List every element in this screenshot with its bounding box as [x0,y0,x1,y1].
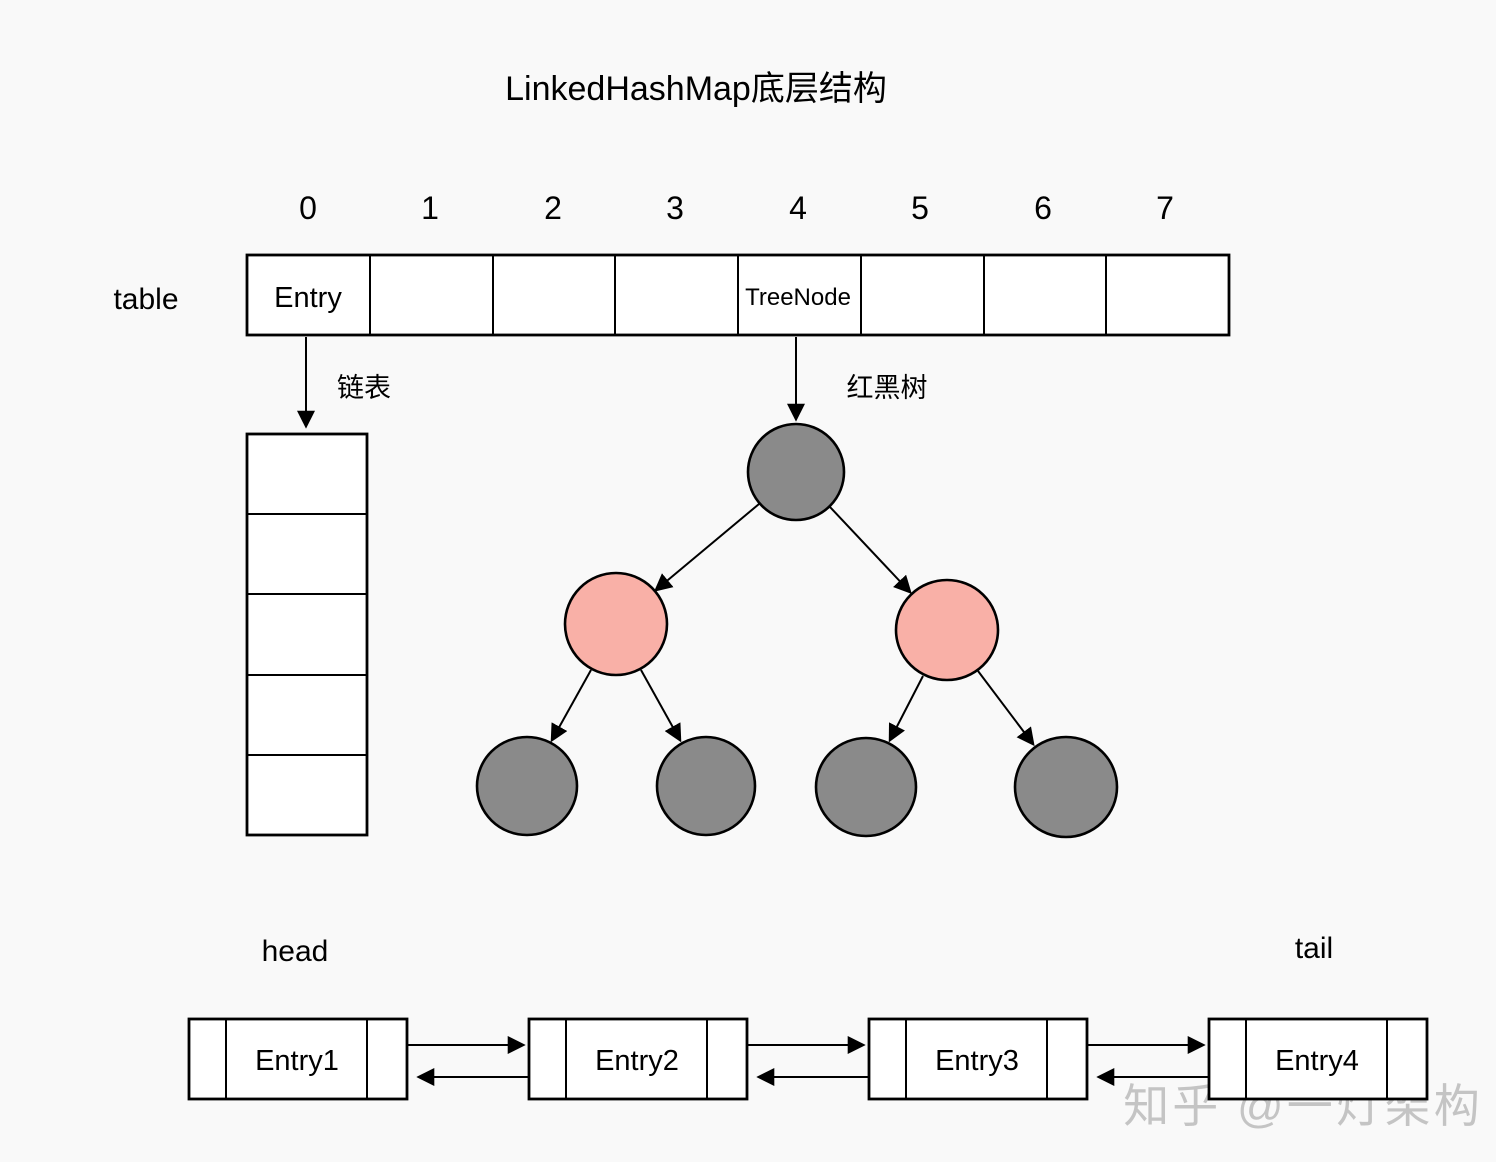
array-index-label: 4 [789,190,807,226]
array-index-row: 0 1 2 3 4 5 6 7 [299,190,1174,226]
bucket-chain [245,432,369,837]
head-label: head [262,935,329,968]
tree-edge-left-right [640,669,682,743]
table-label: table [113,283,178,316]
tree-edge-right-right [977,670,1035,747]
array-index-label: 2 [544,190,562,226]
array-index-label: 1 [421,190,439,226]
bucket-chain-outline [245,432,369,837]
tree-edge-root-right [829,506,912,594]
tree-leaf-node-3 [814,736,918,838]
tree-root-node [746,422,846,522]
array-index-label: 6 [1034,190,1052,226]
array-index-label: 7 [1156,190,1174,226]
tree-edge-root-left [653,503,760,592]
entry-node-box: Entry4 [1207,1017,1429,1101]
tail-label: tail [1295,932,1333,965]
entry-node-box: Entry3 [867,1017,1089,1101]
doubly-linked-list: Entry1 Entry2 Entry3 Entry4 [187,1017,1429,1101]
array-cell-entry-text: Entry [274,282,342,314]
page-title: LinkedHashMap底层结构 [505,70,887,108]
hash-table-array: Entry TreeNode [245,253,1231,337]
red-black-tree-label: 红黑树 [847,373,928,403]
array-index-label: 0 [299,190,317,226]
tree-leaf-node-1 [475,735,579,837]
array-cell-treenode-text: TreeNode [745,284,851,311]
tree-red-node-left [563,571,669,677]
entry-node-label: Entry1 [255,1045,339,1077]
array-index-label: 5 [911,190,929,226]
entry-node-box: Entry2 [527,1017,749,1101]
entry-node-box: Entry1 [187,1017,409,1101]
tree-leaf-node-4 [1013,735,1119,839]
tree-red-node-right [894,578,1000,682]
entry-node-label: Entry3 [935,1045,1019,1077]
tree-edge-left-left [550,669,592,743]
linked-list-label: 链表 [337,373,391,403]
tree-leaf-node-2 [655,735,757,837]
array-index-label: 3 [666,190,684,226]
red-black-tree [475,422,1119,839]
tree-edge-right-left [888,675,924,743]
entry-node-label: Entry2 [595,1045,679,1077]
entry-node-label: Entry4 [1275,1045,1359,1077]
